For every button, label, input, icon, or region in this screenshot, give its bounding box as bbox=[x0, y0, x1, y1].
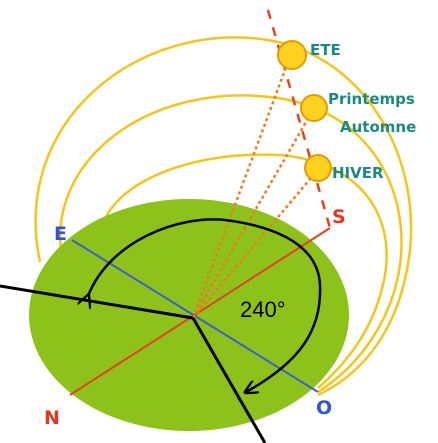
ground-ellipse bbox=[29, 199, 349, 431]
sun-path-arc-equinox bbox=[59, 94, 403, 394]
season-label-winter: HIVER bbox=[332, 164, 384, 182]
season-label-autumn: Automne bbox=[340, 118, 416, 136]
sun-icon bbox=[304, 154, 332, 182]
sun-summer bbox=[277, 40, 307, 70]
direction-label-north: N bbox=[44, 407, 60, 429]
direction-label-south: S bbox=[332, 206, 346, 228]
angle-label: 240° bbox=[240, 297, 286, 322]
season-label-spring: Printemps bbox=[328, 90, 415, 108]
sun-icon bbox=[300, 94, 328, 122]
sun-icon bbox=[277, 40, 307, 70]
direction-label-east: E bbox=[54, 223, 67, 245]
angle-arc bbox=[88, 218, 322, 392]
sun-path-arcs bbox=[34, 36, 413, 397]
direction-label-west: O bbox=[316, 397, 332, 419]
zenith-dashed-line bbox=[266, 9, 332, 229]
sun-equinox bbox=[300, 94, 328, 122]
sun-path-arc-winter bbox=[98, 153, 388, 389]
season-label-summer: ETE bbox=[310, 41, 341, 59]
sun-path-arc-summer bbox=[34, 36, 413, 397]
sun-winter bbox=[304, 154, 332, 182]
